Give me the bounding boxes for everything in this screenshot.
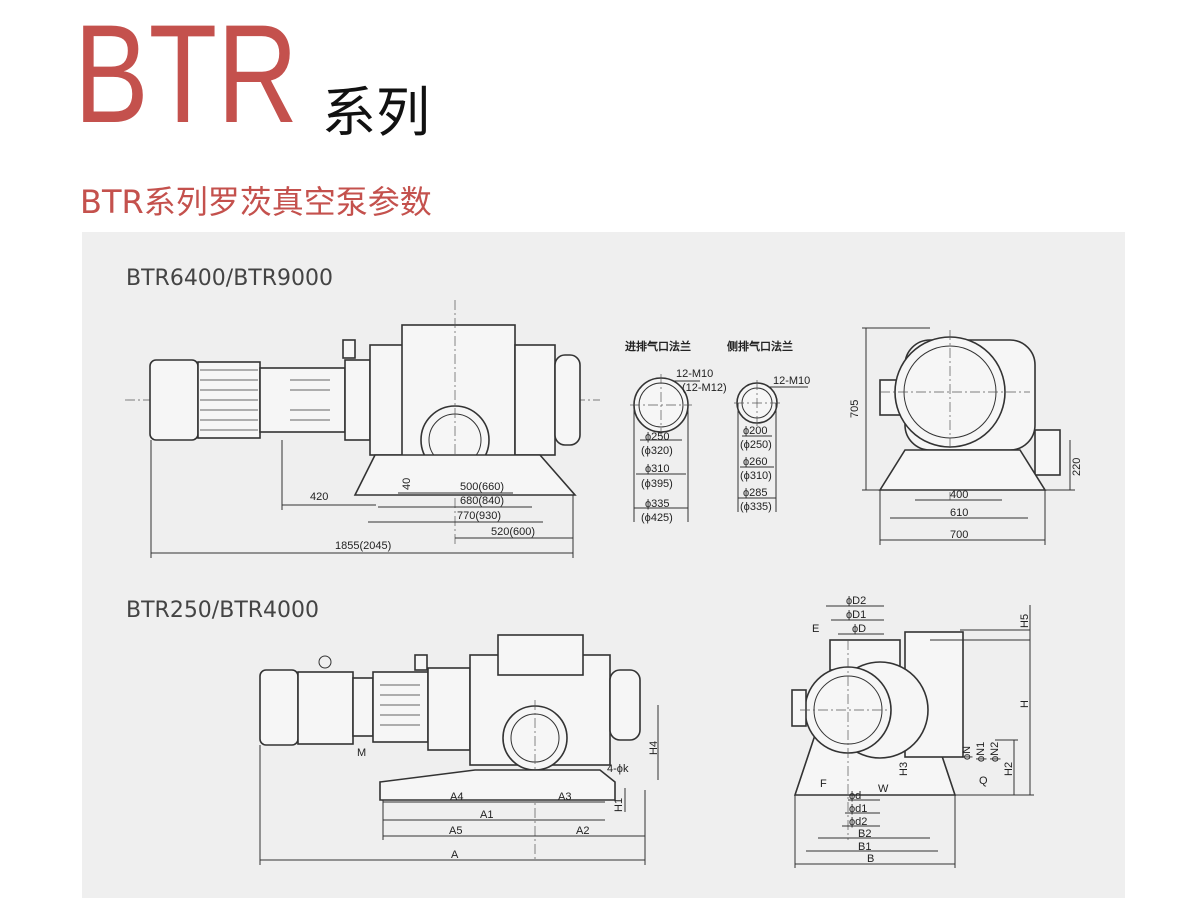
dim-500: 500(660)	[460, 481, 504, 493]
inlet-d2: ϕ310	[645, 463, 670, 475]
label-N1: ϕN1	[975, 742, 987, 762]
series-title: BTR	[74, 0, 298, 152]
inlet-d3-alt: (ϕ425)	[641, 512, 673, 524]
pump-front-view-1: 705 220 400 610 700	[849, 327, 1083, 545]
dim-520: 520(600)	[491, 526, 535, 538]
label-B: B	[867, 853, 874, 865]
label-D1: ϕD1	[846, 609, 866, 621]
side-d3: ϕ285	[743, 487, 768, 499]
label-H2: H2	[1003, 762, 1015, 776]
label-W: W	[878, 783, 889, 795]
inlet-flange-title: 进排气口法兰	[625, 339, 691, 353]
dim-400: 400	[950, 489, 968, 501]
dim-610: 610	[950, 507, 968, 519]
model-label-2: BTR250/BTR4000	[126, 598, 320, 623]
label-N: ϕN	[961, 746, 973, 760]
dim-680: 680(840)	[460, 495, 504, 507]
inlet-d1-alt: (ϕ320)	[641, 445, 673, 457]
label-H5: H5	[1019, 614, 1031, 628]
model-label-1: BTR6400/BTR9000	[126, 266, 334, 291]
side-d1-alt: (ϕ250)	[740, 439, 772, 451]
side-bolts: 12-M10	[773, 375, 810, 387]
dim-770: 770(930)	[457, 510, 501, 522]
side-d1: ϕ200	[743, 425, 768, 437]
series-title-suffix: 系列	[322, 81, 430, 144]
label-A1: A1	[480, 809, 493, 821]
label-A3: A3	[558, 791, 571, 803]
pump-front-view-2: ϕD2 ϕD1 ϕD E H5 H ϕN ϕN1 ϕN2 H2 H3 Q F W…	[791, 595, 1034, 868]
label-4-k: 4-ϕk	[607, 763, 629, 775]
dim-1855: 1855(2045)	[335, 540, 391, 552]
dim-220: 220	[1071, 458, 1083, 476]
label-H3: H3	[898, 762, 910, 776]
label-A4: A4	[450, 791, 463, 803]
side-flange-title: 侧排气口法兰	[727, 339, 793, 353]
dim-40: 40	[401, 478, 413, 490]
label-H: H	[1019, 700, 1031, 708]
side-d2: ϕ260	[743, 456, 768, 468]
label-B1: B1	[858, 841, 871, 853]
label-A5: A5	[449, 825, 462, 837]
label-D2: ϕD2	[846, 595, 866, 607]
inlet-bolts: 12-M10	[676, 368, 713, 380]
inlet-d2-alt: (ϕ395)	[641, 478, 673, 490]
label-A: A	[451, 849, 459, 861]
label-F: F	[820, 778, 827, 790]
label-A2: A2	[576, 825, 589, 837]
side-flange-diagram: 侧排气口法兰 12-M10 ϕ200 (ϕ250) ϕ260 (ϕ310) ϕ2…	[727, 339, 810, 513]
dim-705: 705	[849, 400, 861, 418]
side-d2-alt: (ϕ310)	[740, 470, 772, 482]
label-N2: ϕN2	[989, 742, 1001, 762]
pump-side-view-2: M H4 4-ϕk H1 A4 A3 A1 A5 A2 A	[259, 634, 660, 865]
label-d1: ϕd1	[849, 803, 867, 815]
label-D: ϕD	[852, 623, 866, 635]
label-d: ϕd	[849, 790, 861, 802]
side-d3-alt: (ϕ335)	[740, 501, 772, 513]
label-H1: H1	[613, 798, 625, 812]
inlet-d3: ϕ335	[645, 498, 670, 510]
label-Q: Q	[979, 775, 988, 787]
label-B2: B2	[858, 828, 871, 840]
inlet-bolts-alt: (12-M12)	[682, 382, 727, 394]
label-M: M	[357, 747, 366, 759]
inlet-d1: ϕ250	[645, 431, 670, 443]
label-E: E	[812, 623, 819, 635]
dim-700: 700	[950, 529, 968, 541]
pump-side-view-1: 420 40 500(660) 680(840) 770(930) 520(60…	[125, 300, 600, 558]
label-d2: ϕd2	[849, 816, 867, 828]
label-H4: H4	[648, 741, 660, 755]
dim-420: 420	[310, 491, 328, 503]
section-subtitle: BTR系列罗茨真空泵参数	[80, 183, 432, 221]
inlet-flange-diagram: 进排气口法兰 12-M10 (12-M12) ϕ250 (ϕ320) ϕ310 …	[625, 339, 727, 524]
